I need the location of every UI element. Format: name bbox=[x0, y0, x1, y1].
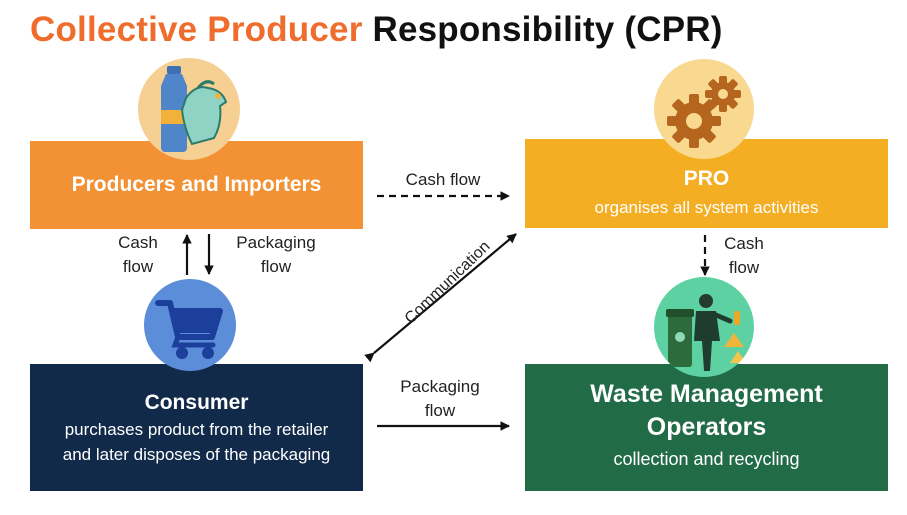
node-consumer: Consumer purchases product from the reta… bbox=[30, 364, 363, 491]
consumer-line1: purchases product from the retailer bbox=[64, 420, 329, 439]
producers-title: Producers and Importers bbox=[71, 173, 322, 196]
label-consumer-to-producers: Cash flow bbox=[118, 233, 158, 276]
page-title: Collective Producer Responsibility (CPR) bbox=[30, 10, 723, 50]
label-producers-to-pro: Cash flow bbox=[405, 170, 481, 189]
pro-title: PRO bbox=[683, 167, 730, 190]
gears-icon bbox=[654, 59, 754, 159]
title-rest: Responsibility (CPR) bbox=[372, 10, 723, 49]
label-consumer-to-waste: Packaging flow bbox=[400, 377, 480, 420]
waste-worker-icon bbox=[654, 277, 754, 377]
label-pro-to-waste: Cash flow bbox=[724, 234, 764, 277]
pro-subtitle: organises all system activities bbox=[594, 198, 819, 217]
waste-subtitle: collection and recycling bbox=[613, 449, 800, 469]
waste-title-line2: Operators bbox=[646, 413, 767, 441]
title-accent: Collective Producer bbox=[30, 10, 363, 49]
arrow-communication bbox=[364, 233, 517, 363]
shopping-cart-icon bbox=[144, 279, 236, 371]
consumer-title: Consumer bbox=[144, 391, 249, 414]
waste-title-line1: Waste Management bbox=[590, 380, 823, 408]
label-producers-to-consumer: Packaging flow bbox=[236, 233, 316, 276]
bottle-and-bag-icon bbox=[138, 58, 240, 160]
node-waste-management: Waste Management Operators collection an… bbox=[525, 364, 888, 491]
consumer-line2: and later disposes of the packaging bbox=[62, 445, 331, 464]
